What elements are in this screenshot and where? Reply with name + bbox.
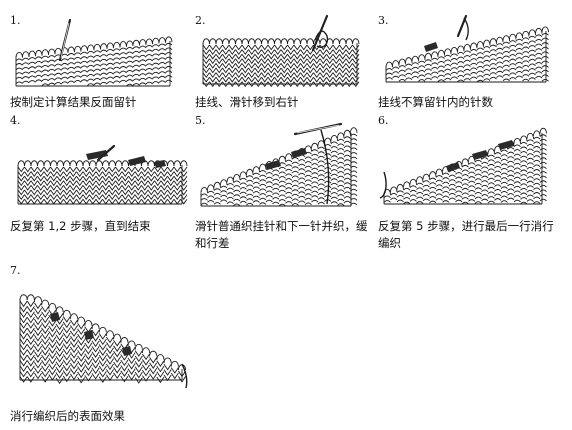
step-7-number: 7.: [10, 264, 21, 277]
step-3-number: 3.: [378, 14, 389, 27]
step-4-illustration: [16, 144, 188, 205]
step-2-illustration: [201, 14, 360, 88]
step-5-illustration: [199, 122, 358, 207]
step-1-illustration: [14, 18, 173, 87]
step-6-caption: 反复第 5 步骤，进行最后一行消行编织: [378, 219, 554, 250]
step-7-caption: 消行编织后的表面效果: [10, 409, 125, 423]
step-7-illustration: [18, 294, 188, 389]
step-5-caption: 滑针普通织挂针和下一针并织，缓和行差: [195, 219, 368, 250]
step-4-caption: 反复第 1,2 步骤，直到结束: [10, 219, 151, 233]
step-3-illustration: [384, 14, 549, 83]
step-1-caption: 按制定计算结果反面留针: [10, 95, 137, 109]
step-2-number: 2.: [195, 14, 206, 27]
step-6-illustration: [379, 127, 547, 205]
step-1-number: 1.: [10, 14, 21, 27]
step-3-caption: 挂线不算留针内的针数: [378, 95, 493, 109]
step-4-number: 4.: [10, 114, 21, 127]
step-5-number: 5.: [195, 114, 206, 127]
step-6-number: 6.: [378, 114, 389, 127]
step-2-caption: 挂线、滑针移到右针: [195, 95, 299, 109]
